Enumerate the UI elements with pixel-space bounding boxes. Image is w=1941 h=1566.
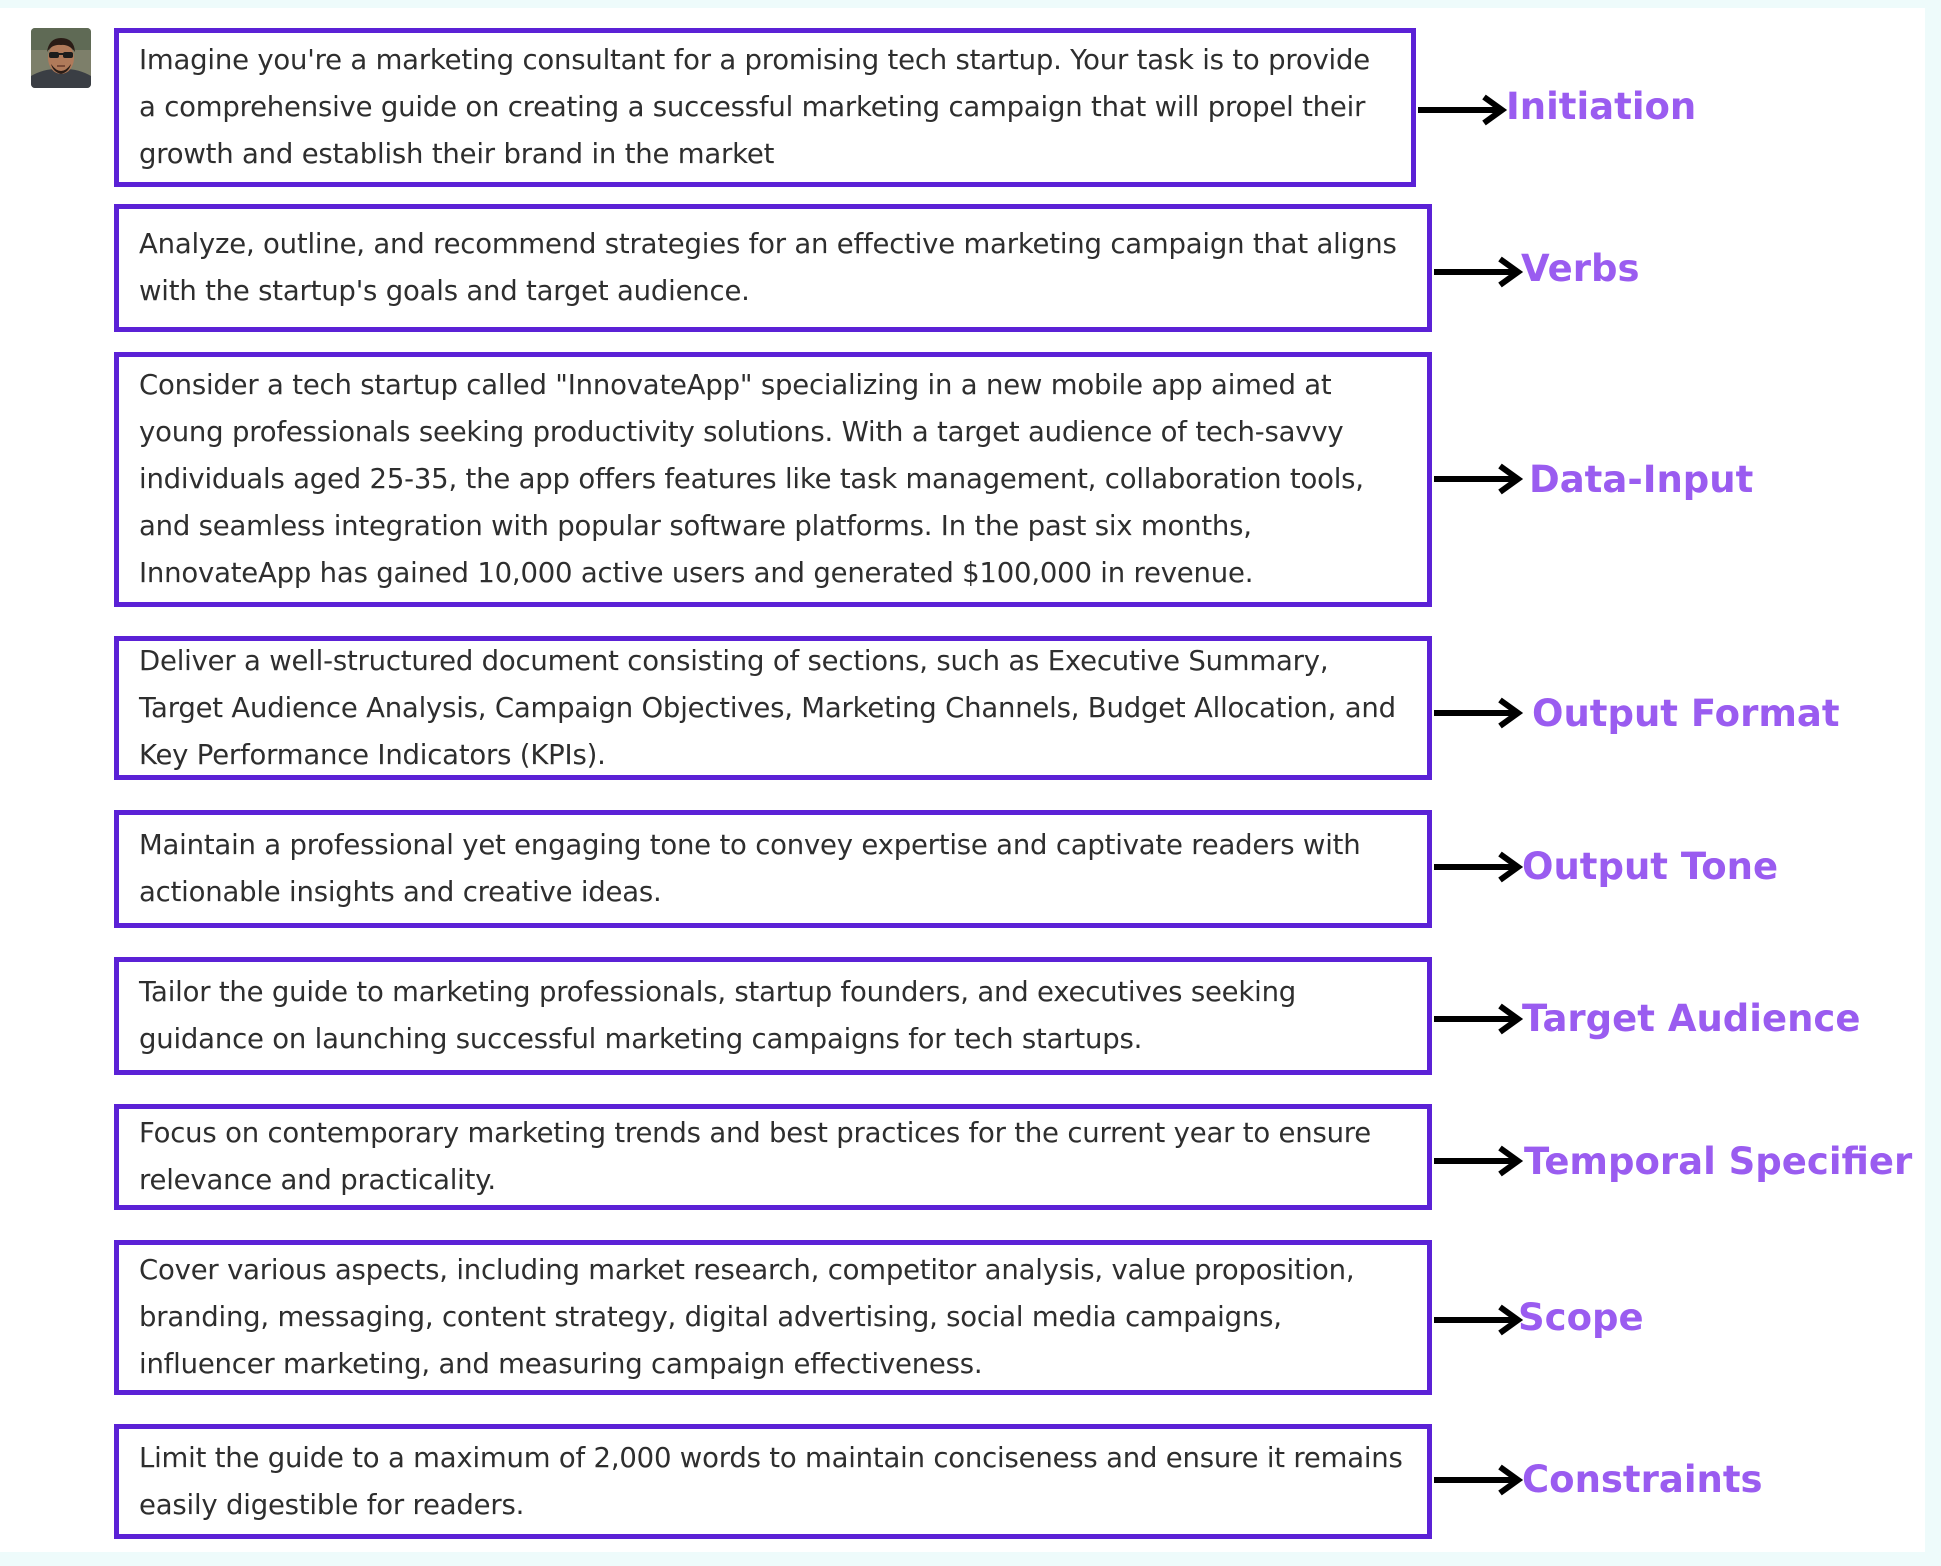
section-box-data-input: Consider a tech startup called "Innovate… (114, 352, 1432, 607)
section-box-output-format: Deliver a well-structured document consi… (114, 636, 1432, 780)
arrow-right-icon (1432, 255, 1524, 289)
section-box-target-audience: Tailor the guide to marketing profession… (114, 957, 1432, 1075)
arrow-right-icon (1432, 1002, 1524, 1036)
section-label-scope: Scope (1518, 1296, 1644, 1339)
section-label-target-audience: Target Audience (1522, 997, 1861, 1040)
section-text: Cover various aspects, including market … (139, 1254, 1355, 1380)
arrow-right-icon (1416, 93, 1508, 127)
section-label-initiation: Initiation (1506, 85, 1697, 128)
arrow-right-icon (1432, 696, 1524, 730)
section-text: Maintain a professional yet engaging ton… (139, 829, 1361, 908)
arrow-right-icon (1432, 1303, 1524, 1337)
section-box-output-tone: Maintain a professional yet engaging ton… (114, 810, 1432, 928)
arrow-right-icon (1432, 1144, 1524, 1178)
arrow-right-icon (1432, 1463, 1524, 1497)
section-box-constraints: Limit the guide to a maximum of 2,000 wo… (114, 1424, 1432, 1539)
section-text: Limit the guide to a maximum of 2,000 wo… (139, 1441, 1403, 1521)
section-text: Tailor the guide to marketing profession… (139, 976, 1297, 1055)
section-label-constraints: Constraints (1522, 1458, 1763, 1501)
section-box-temporal-specifier: Focus on contemporary marketing trends a… (114, 1104, 1432, 1210)
section-label-output-format: Output Format (1532, 692, 1840, 735)
section-text: Consider a tech startup called "Innovate… (139, 369, 1364, 589)
section-label-data-input: Data-Input (1529, 458, 1754, 501)
section-label-output-tone: Output Tone (1522, 845, 1779, 888)
section-text: Focus on contemporary marketing trends a… (139, 1117, 1372, 1196)
section-box-verbs: Analyze, outline, and recommend strategi… (114, 204, 1432, 332)
section-box-scope: Cover various aspects, including market … (114, 1240, 1432, 1395)
arrow-right-icon (1432, 850, 1524, 884)
section-text: Analyze, outline, and recommend strategi… (139, 228, 1397, 307)
arrow-right-icon (1432, 462, 1524, 496)
section-label-verbs: Verbs (1521, 247, 1640, 290)
section-text: Deliver a well-structured document consi… (139, 644, 1396, 771)
section-text: Imagine you're a marketing consultant fo… (139, 44, 1370, 170)
section-label-temporal-specifier: Temporal Specifier (1524, 1140, 1913, 1183)
section-box-initiation: Imagine you're a marketing consultant fo… (114, 28, 1416, 187)
user-avatar-icon (31, 28, 91, 88)
